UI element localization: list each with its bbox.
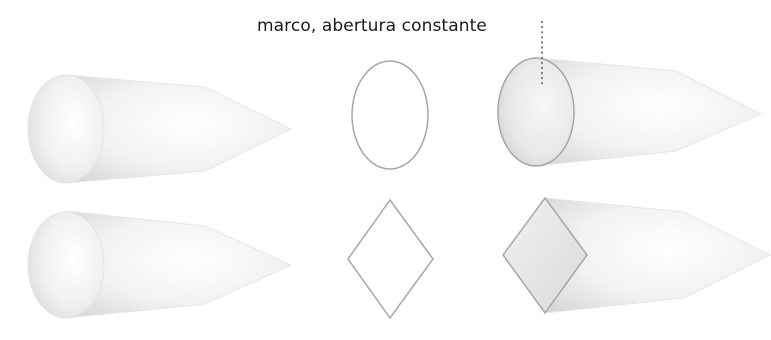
cone-bottom-right: [502, 196, 771, 315]
diagram-caption: marco, abertura constante: [257, 16, 487, 36]
cone-top-left: [27, 74, 293, 184]
cone-bottom-left: [27, 210, 293, 319]
ellipse-aperture: [351, 60, 429, 170]
diamond-aperture: [347, 198, 434, 320]
cone-top-right: [497, 20, 763, 167]
